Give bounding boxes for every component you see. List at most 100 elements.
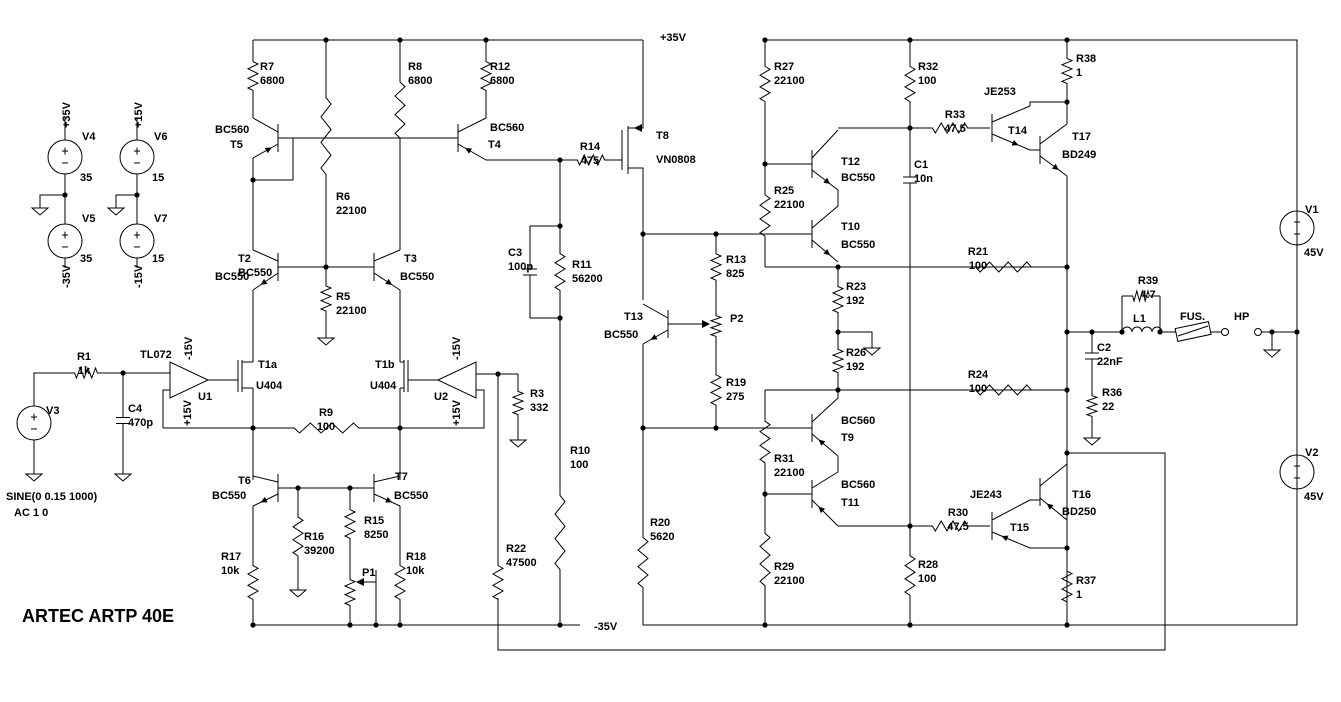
t5-arrow [264, 147, 272, 154]
r18-name: R18 [406, 551, 426, 563]
r11-value: 56200 [572, 273, 603, 285]
t12-type: BC550 [841, 172, 875, 184]
r9-name: R9 [319, 407, 333, 419]
t6-name: T6 [238, 475, 251, 487]
r16-name: R16 [304, 531, 324, 543]
junction-dot [557, 622, 563, 628]
r20-name: R20 [650, 517, 670, 529]
t15-collector [991, 499, 1031, 521]
r12-resistor [479, 40, 493, 112]
wires [33, 39, 1298, 651]
t11-emitter [811, 499, 839, 527]
v1-value: 45V [1304, 247, 1324, 259]
r1-value: 1k [78, 365, 91, 377]
t13-name: T13 [624, 311, 643, 323]
r39-resistor [1122, 289, 1160, 303]
r5-name: R5 [336, 291, 350, 303]
t4-collector [457, 117, 487, 133]
r20-value: 5620 [650, 531, 674, 543]
r33-value: 47.5 [944, 123, 965, 135]
t7-arrow [385, 496, 393, 503]
r18-value: 10k [406, 565, 425, 577]
t17-type: BD249 [1062, 149, 1096, 161]
t10-type: BC550 [841, 239, 875, 251]
u2-vminus: -15V [451, 336, 463, 360]
r15-value: 8250 [364, 529, 388, 541]
t9-arrow [818, 439, 826, 446]
v6-value: 15 [152, 172, 164, 184]
t5-collector [252, 117, 279, 133]
junction-dot [640, 425, 646, 431]
r25-name: R25 [774, 185, 794, 197]
t4-type: BC560 [490, 122, 524, 134]
t6-collector [252, 475, 279, 483]
u1-vminus: -15V [183, 336, 195, 360]
junction-dot [483, 37, 489, 43]
r12-name: R12 [490, 61, 510, 73]
r26-value: 192 [846, 361, 864, 373]
ground-symbol [316, 337, 336, 346]
junction-dot [1089, 329, 1095, 335]
c2-value: 22nF [1097, 356, 1123, 368]
r10-resistor [554, 440, 566, 625]
r30-resistor [910, 520, 990, 532]
r31-value: 22100 [774, 467, 805, 479]
r3-value: 332 [530, 402, 548, 414]
t15-arrow [1001, 535, 1009, 542]
t5-name: T5 [230, 139, 243, 151]
junction-dots [62, 37, 1300, 628]
t14-collector [991, 105, 1031, 123]
p1-name: P1 [362, 567, 375, 579]
t14-type: JE253 [984, 86, 1016, 98]
t3-collector [373, 249, 401, 262]
junction-dot [557, 315, 563, 321]
junction-dot [323, 37, 329, 43]
t3-name: T3 [404, 253, 417, 265]
fuse-body [1174, 321, 1212, 342]
wire [497, 452, 1166, 651]
junction-dot [1064, 545, 1070, 551]
t1a-name: T1a [258, 359, 278, 371]
t6-type: BC550 [212, 490, 246, 502]
components [16, 40, 1315, 625]
t12-collector [811, 129, 839, 159]
t5-emitter [252, 143, 279, 159]
r1-resistor [60, 366, 112, 380]
junction-dot [1064, 329, 1070, 335]
r23-value: 192 [846, 295, 864, 307]
junction-dot [1064, 264, 1070, 270]
v4-name: V4 [82, 131, 96, 143]
r15-name: R15 [364, 515, 384, 527]
r8-name: R8 [408, 61, 422, 73]
r29-name: R29 [774, 561, 794, 573]
wire [162, 389, 170, 428]
t9-emitter [811, 433, 839, 457]
junction-dot [1064, 387, 1070, 393]
t9-name: T9 [841, 432, 854, 444]
v4-value: 35 [80, 172, 92, 184]
junction-dot [557, 223, 563, 229]
t7-name: T7 [395, 471, 408, 483]
hp-terminal [1254, 328, 1262, 336]
ground-symbol [1082, 437, 1102, 446]
wire [400, 389, 485, 429]
hp-name: HP [1234, 311, 1249, 323]
r36-resistor [1085, 380, 1099, 432]
ground-symbol [113, 473, 133, 482]
t13-collector [642, 303, 669, 319]
junction-dot [762, 622, 768, 628]
c1-name: C1 [914, 159, 928, 171]
t2-name: T2 [238, 253, 251, 265]
r28-value: 100 [918, 573, 936, 585]
t13-type: BC550 [604, 329, 638, 341]
r3-resistor [511, 374, 525, 432]
p1-body-resistor [343, 560, 357, 625]
c4-name: C4 [128, 403, 143, 415]
junction-dot [835, 264, 841, 270]
t3-type: BC550 [400, 271, 434, 283]
t8-type: VN0808 [656, 154, 696, 166]
junction-dot [1064, 450, 1070, 456]
v6-name: V6 [154, 131, 167, 143]
r1-name: R1 [77, 351, 91, 363]
t17-emitter [1039, 155, 1068, 177]
